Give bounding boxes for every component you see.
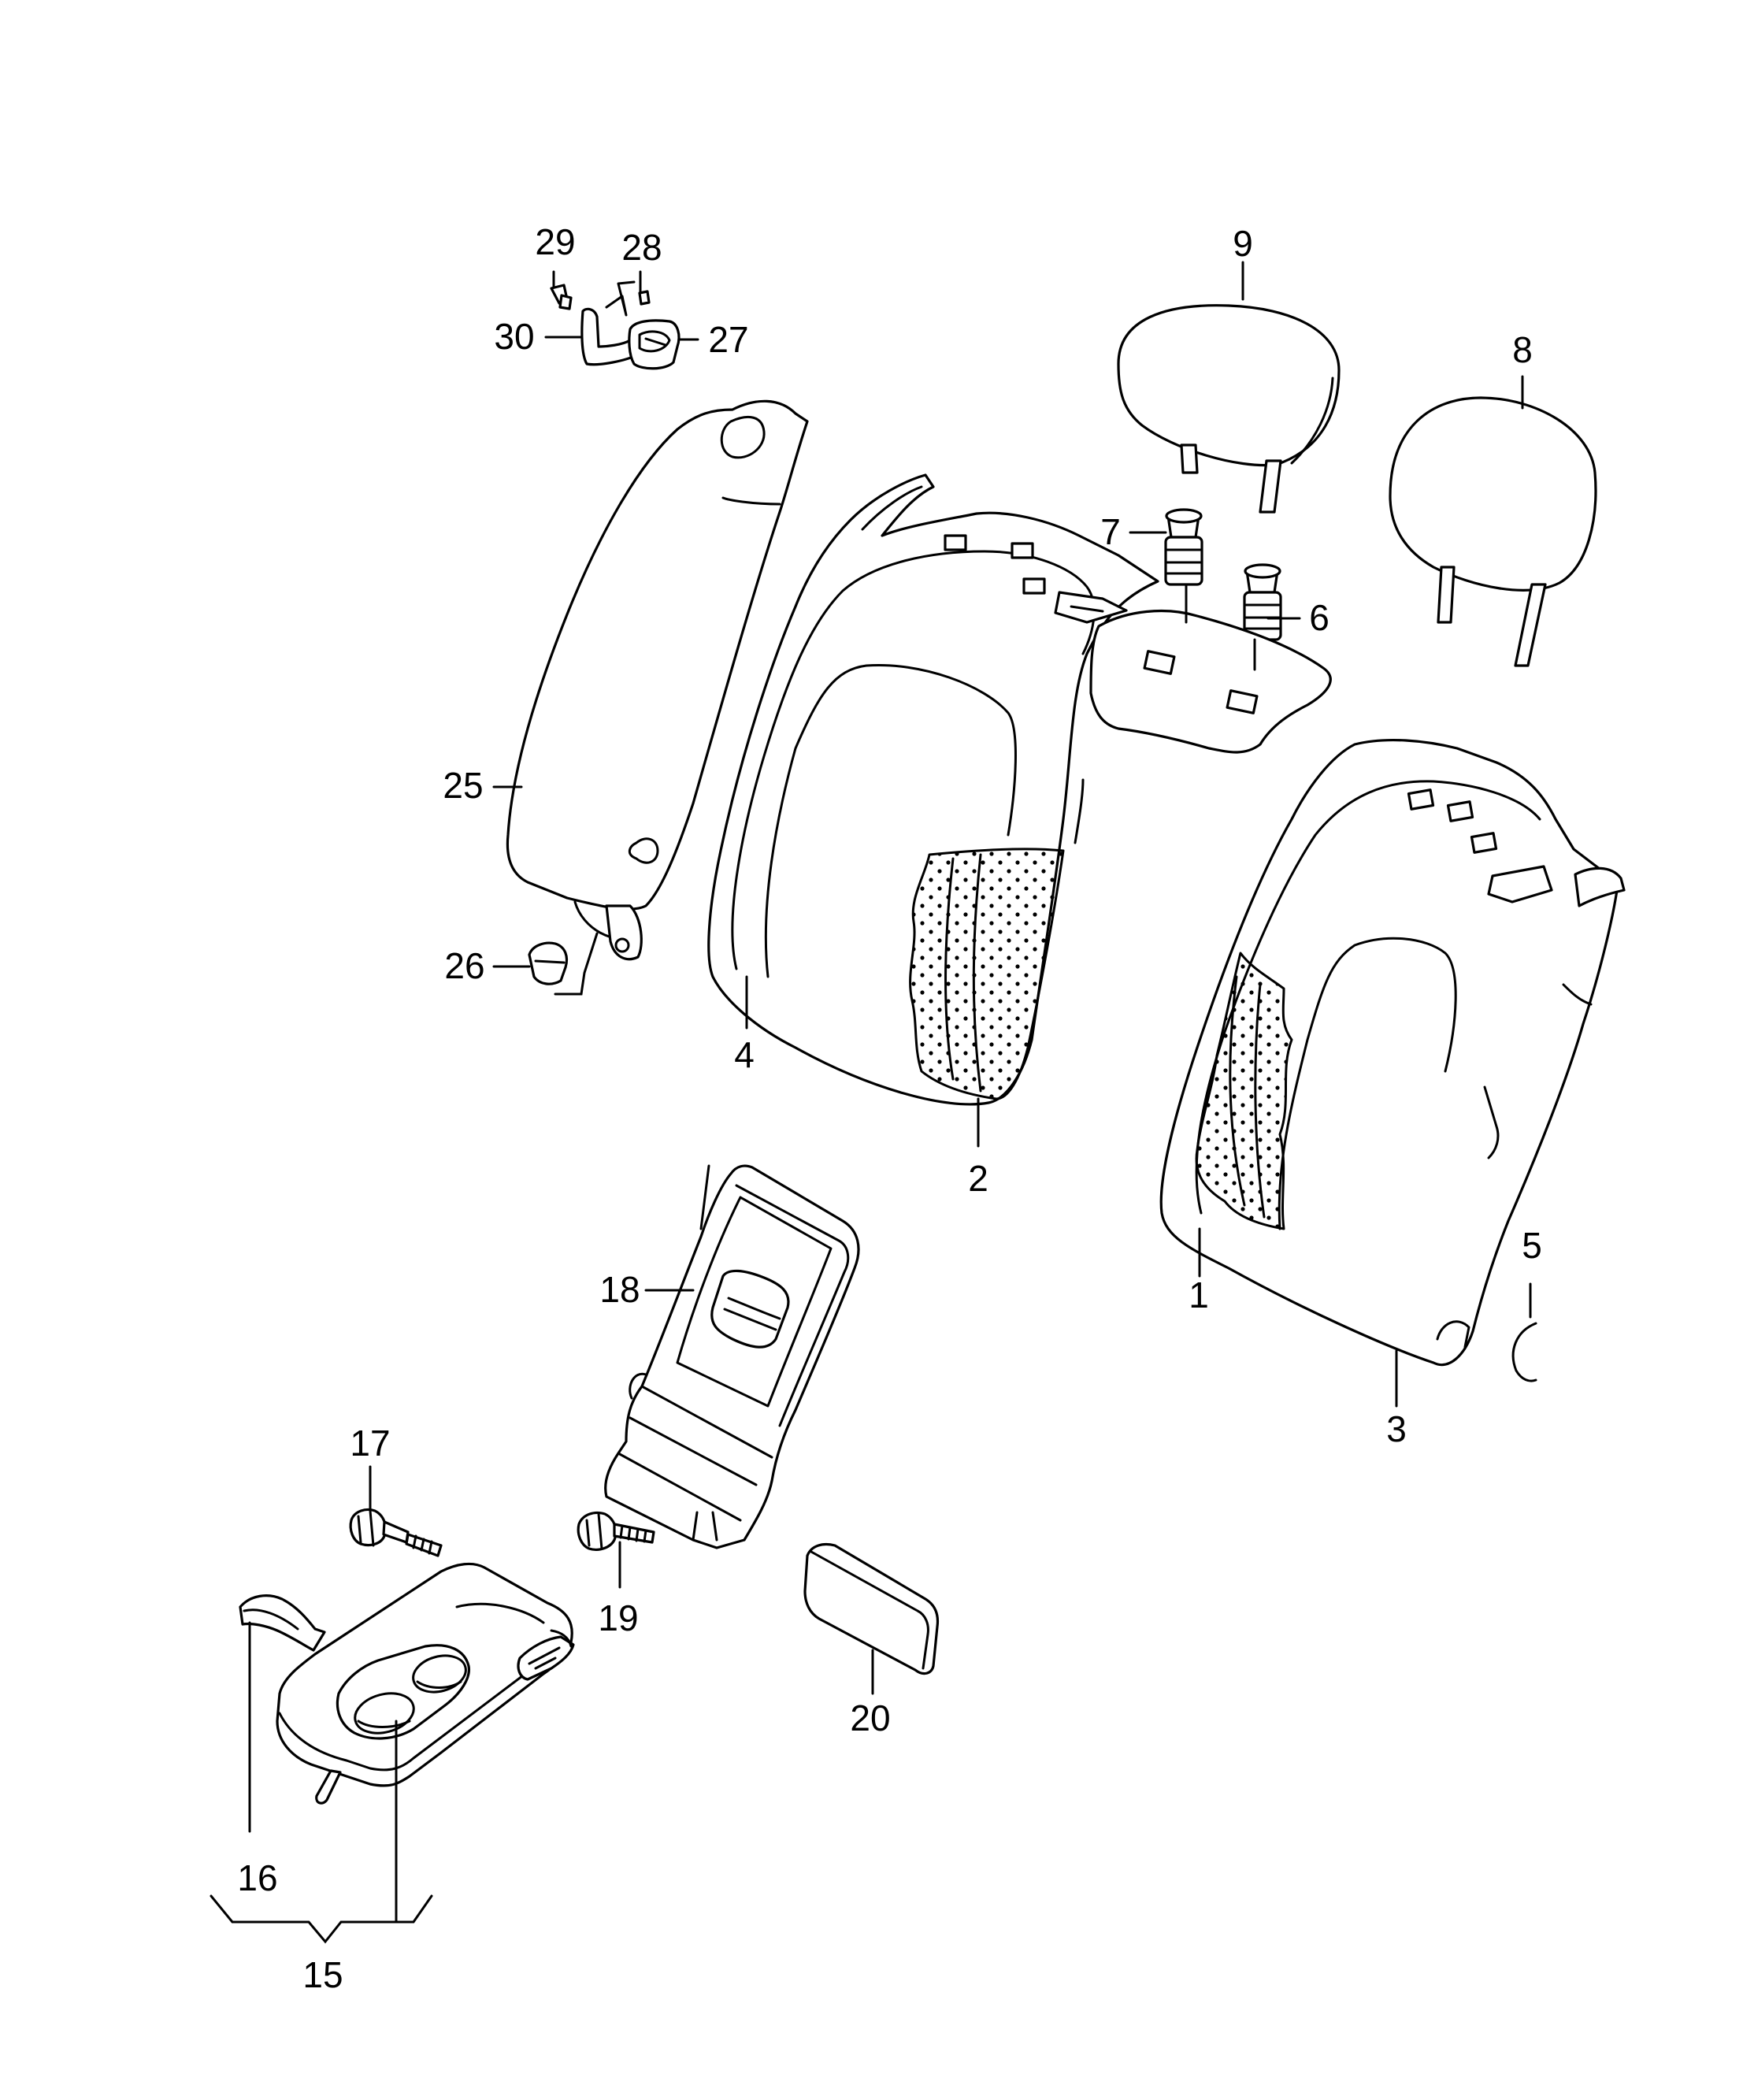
- callout-9: 9: [1233, 223, 1253, 264]
- trim-cover-part: [803, 1542, 940, 1675]
- callout-15: 15: [302, 1954, 343, 1995]
- callout-5: 5: [1522, 1225, 1542, 1266]
- headrest-center-part: [1117, 304, 1341, 514]
- side-bolster-part: [506, 399, 809, 961]
- callout-8: 8: [1512, 329, 1533, 370]
- callout-7: 7: [1100, 511, 1121, 552]
- bolt-17-part: [349, 1508, 443, 1557]
- callout-19: 19: [598, 1597, 638, 1638]
- callout-30: 30: [494, 316, 534, 357]
- callout-3: 3: [1386, 1408, 1407, 1449]
- callout-17: 17: [350, 1423, 390, 1464]
- callout-16: 16: [237, 1857, 277, 1898]
- callout-labels: 1 2 3 4 5 6 7 8 9 15 16 17 18 19 20 25 2…: [237, 221, 1541, 1995]
- bolt-19-part: [577, 1511, 655, 1551]
- latch-hardware-part: [550, 280, 681, 370]
- callout-2: 2: [968, 1158, 988, 1199]
- leader-lines: [210, 261, 1532, 1944]
- callout-26: 26: [444, 945, 484, 986]
- guide-sleeve-6-part: [1243, 563, 1282, 641]
- callout-1: 1: [1189, 1274, 1209, 1315]
- callout-28: 28: [621, 227, 662, 268]
- armrest-cupholder-part: [276, 1562, 575, 1805]
- callout-6: 6: [1309, 597, 1330, 638]
- callout-27: 27: [708, 319, 748, 360]
- callout-20: 20: [850, 1697, 890, 1738]
- guide-sleeve-7-part: [1164, 508, 1203, 586]
- nut-part: [528, 932, 599, 996]
- cap-part: [239, 1594, 326, 1652]
- headrest-right-part: [1389, 396, 1597, 667]
- armrest-frame-part: [604, 1164, 860, 1549]
- clip-part: [1511, 1322, 1537, 1382]
- callout-18: 18: [599, 1269, 640, 1310]
- backrest-left-part: [707, 473, 1332, 1106]
- callout-29: 29: [535, 221, 575, 262]
- callout-25: 25: [443, 765, 483, 806]
- backrest-right-part: [1159, 738, 1626, 1367]
- callout-4: 4: [734, 1034, 755, 1075]
